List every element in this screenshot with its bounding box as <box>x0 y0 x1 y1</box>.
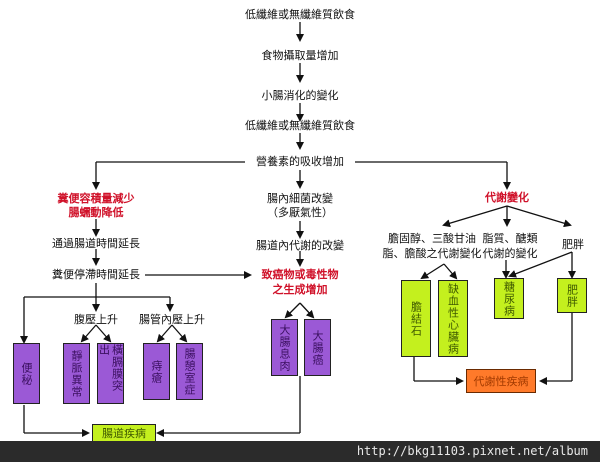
left-sub-2: 腸管內壓上升 <box>139 313 205 326</box>
middle-result-line-1: 致癌物或毒性物 <box>261 268 339 281</box>
disease-box-venous: 靜脈異常 <box>63 343 90 404</box>
right-head: 代謝變化 <box>485 191 529 204</box>
disease-box-hemorrhoids: 痔瘡 <box>143 343 170 400</box>
disease-box-hernia: 橫膈膜突出 <box>97 343 124 404</box>
left-step-1: 通過腸道時間延長 <box>52 237 140 250</box>
middle-step-1: 腸道內代謝的改變 <box>256 239 344 252</box>
right-sub-1-line-1: 膽固醇、三酸甘油 <box>388 232 476 245</box>
disease-box-heart: 缺血性心臟病 <box>438 280 468 357</box>
disease-box-obesity: 肥胖 <box>557 278 587 313</box>
flow-step-5: 營養素的吸收增加 <box>256 155 344 168</box>
middle-head-line-1: 腸內細菌改變 <box>267 192 333 205</box>
middle-head-line-2: （多厭氣性） <box>267 206 333 219</box>
left-head-line-2: 腸蠕動降低 <box>68 206 124 219</box>
outcome-box-metabolic: 代謝性疾病 <box>466 369 536 393</box>
disease-box-colon-cancer: 大腸癌 <box>304 319 331 376</box>
flow-step-4: 低纖維或無纖維質飲食 <box>245 119 355 132</box>
disease-box-polyp: 大腸息肉 <box>271 319 298 376</box>
left-sub-1: 腹壓上升 <box>74 313 118 326</box>
right-sub-1-line-2: 脂、膽酸之代謝變化 <box>382 247 482 260</box>
disease-box-gallstone: 膽結石 <box>401 280 431 357</box>
middle-result-line-2: 之生成增加 <box>272 283 328 296</box>
disease-box-diabetes: 糖尿病 <box>494 278 524 319</box>
right-sub-2-line-2: 代謝的變化 <box>482 247 538 260</box>
flow-step-3: 小腸消化的變化 <box>261 89 339 102</box>
left-step-2: 糞便停滯時間延長 <box>52 268 140 281</box>
right-sub-2-line-1: 脂質、醣類 <box>482 232 538 245</box>
disease-box-diverticulosis: 腸憩室症 <box>176 343 203 400</box>
footer-url: http://bkg11103.pixnet.net/album <box>356 444 588 458</box>
right-sub-3: 肥胖 <box>562 238 584 251</box>
disease-box-constipation: 便秘 <box>13 343 40 404</box>
left-head-line-1: 糞便容積量減少 <box>57 192 135 205</box>
outcome-box-intestinal: 腸道疾病 <box>92 424 156 442</box>
footer-bar: http://bkg11103.pixnet.net/album <box>0 441 600 462</box>
flow-step-1: 低纖維或無纖維質飲食 <box>245 8 355 21</box>
flow-step-2: 食物攝取量增加 <box>261 49 339 62</box>
